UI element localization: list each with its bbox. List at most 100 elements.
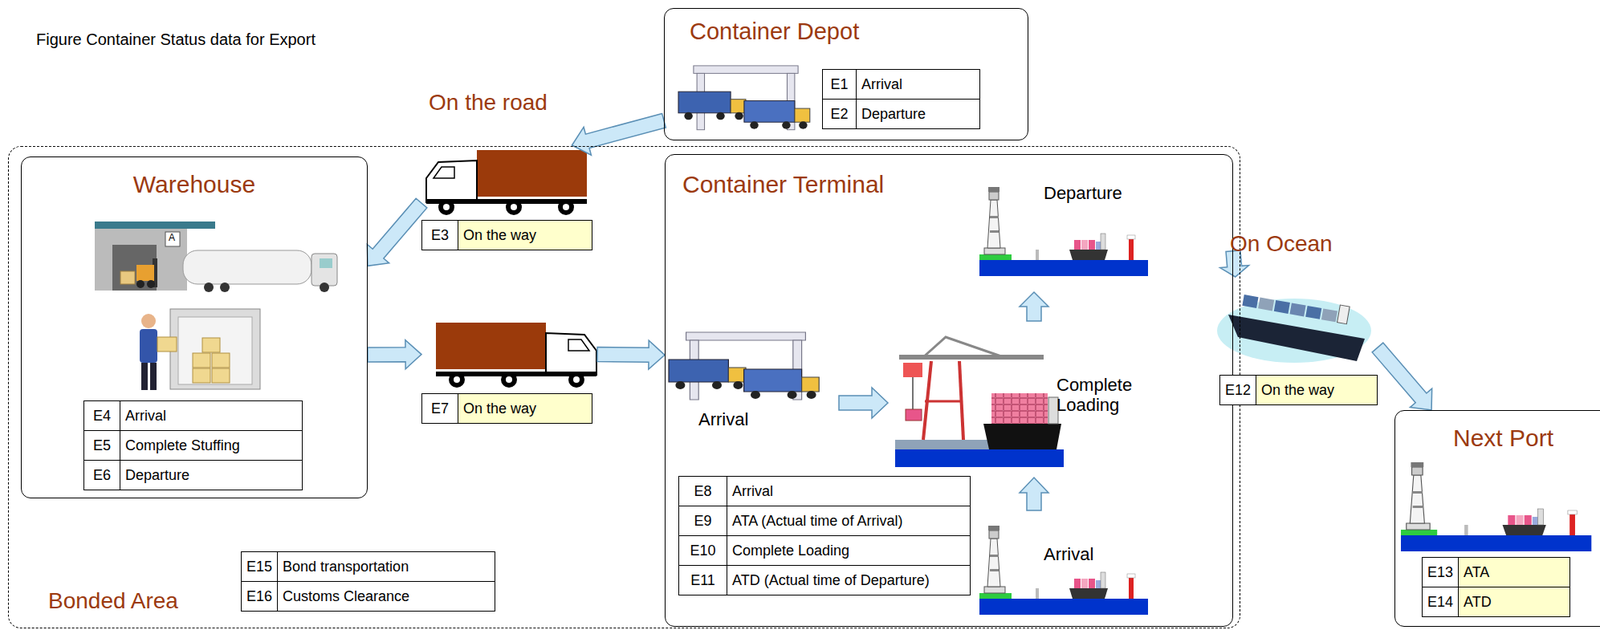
stage-label-holder: Complete Loading bbox=[1056, 374, 1153, 416]
status-text: Arrival bbox=[727, 476, 970, 506]
status-text: On the way bbox=[1256, 375, 1377, 405]
status-row: E2Departure bbox=[822, 98, 981, 130]
stuffing-scene bbox=[141, 362, 148, 391]
depot-box: Container DepotE1ArrivalE2Departure bbox=[663, 8, 1029, 141]
box-heading: Warehouse bbox=[21, 170, 367, 200]
title-holder: Figure Container Status data for Export bbox=[36, 30, 316, 49]
stuffing-scene bbox=[178, 317, 253, 385]
stuffing-scene bbox=[211, 368, 230, 383]
status-row: E9ATA (Actual time of Arrival) bbox=[678, 505, 971, 537]
status-row: E4Arrival bbox=[83, 400, 303, 432]
warehouse-building bbox=[183, 250, 312, 285]
status-code: E2 bbox=[822, 99, 857, 129]
sign-letter: A bbox=[168, 232, 176, 245]
stuffing-scene bbox=[157, 337, 177, 352]
stuffing-scene bbox=[192, 353, 211, 368]
flow-arrow bbox=[1019, 292, 1049, 322]
warehouse-building bbox=[165, 232, 180, 247]
terminal-gate bbox=[668, 332, 819, 400]
status-text: Departure bbox=[120, 460, 302, 490]
warehouse-building bbox=[319, 258, 333, 269]
ocean-ship bbox=[1321, 308, 1338, 322]
status-text: Complete Loading bbox=[727, 536, 970, 566]
stuffing-scene bbox=[139, 309, 261, 391]
quay-crane-scene bbox=[899, 354, 1044, 360]
status-code: E14 bbox=[1422, 587, 1459, 617]
ocean-ship bbox=[1305, 305, 1322, 320]
truck-to-terminal bbox=[435, 322, 597, 388]
truck-to-warehouse bbox=[426, 150, 587, 216]
depot-gate bbox=[678, 65, 811, 131]
flow-arrow bbox=[1372, 342, 1433, 411]
warehouse-building bbox=[311, 253, 338, 286]
sign-letter-holder: A bbox=[168, 232, 176, 245]
warehouse-building bbox=[112, 244, 157, 291]
status-code: E16 bbox=[241, 582, 278, 611]
flow-arrow bbox=[597, 340, 665, 370]
quay-crane-scene bbox=[983, 423, 1062, 450]
warehouse-building bbox=[219, 282, 230, 293]
stuffing-scene bbox=[211, 353, 230, 368]
warehouse-building bbox=[146, 280, 155, 289]
quay-crane-scene bbox=[923, 337, 1004, 358]
stage-label-holder: Arrival bbox=[698, 409, 749, 430]
quay-crane-scene bbox=[991, 393, 1048, 424]
warehouse-box: WarehouseE4ArrivalE5Complete StuffingE6D… bbox=[20, 156, 368, 499]
box-heading: Container Depot bbox=[689, 18, 1053, 45]
status-code: E15 bbox=[241, 552, 278, 582]
status-row: E6Departure bbox=[83, 460, 303, 491]
leg-label-holder: On the road bbox=[428, 89, 548, 116]
box-heading: Container Terminal bbox=[682, 170, 1250, 200]
status-text: ATD bbox=[1458, 587, 1570, 617]
stuffing-scene bbox=[141, 313, 156, 329]
next-port-scene bbox=[1400, 462, 1592, 552]
quay-crane-scene bbox=[924, 400, 962, 404]
ocean-ship bbox=[1289, 302, 1306, 317]
status-row: E12On the way bbox=[1219, 374, 1378, 406]
quay-crane-scene bbox=[895, 449, 1064, 468]
quay-crane-scene bbox=[895, 439, 1000, 450]
stage-label-holder: Departure bbox=[1043, 183, 1123, 204]
warehouse-building bbox=[136, 280, 145, 289]
status-row: E3On the way bbox=[421, 219, 593, 251]
quay-crane-scene bbox=[903, 362, 923, 378]
status-row: E1Arrival bbox=[822, 69, 981, 100]
status-code: E5 bbox=[84, 431, 121, 461]
status-text: Bond transportation bbox=[277, 552, 495, 582]
ocean-ship bbox=[1337, 305, 1351, 325]
status-row: E16Customs Clearance bbox=[240, 581, 496, 612]
figure-title: Figure Container Status data for Export bbox=[36, 30, 316, 49]
status-code: E1 bbox=[822, 69, 857, 99]
warehouse-building bbox=[120, 271, 135, 285]
quay-crane-scene bbox=[905, 409, 922, 421]
status-text: ATA bbox=[1458, 557, 1570, 587]
ocean-ship bbox=[1241, 288, 1350, 325]
status-code: E13 bbox=[1422, 557, 1459, 587]
status-row: E14ATD bbox=[1421, 586, 1571, 618]
stage-label: Arrival bbox=[1043, 544, 1094, 565]
status-code: E6 bbox=[84, 460, 121, 490]
status-text: Departure bbox=[856, 99, 980, 129]
warehouse-building bbox=[94, 221, 216, 229]
flow-arrow bbox=[367, 340, 422, 370]
status-text: Arrival bbox=[856, 69, 980, 99]
warehouse-building bbox=[203, 282, 214, 293]
warehouse-building bbox=[319, 282, 330, 293]
arrival-scene bbox=[979, 525, 1149, 615]
stage-label-holder: Arrival bbox=[1043, 544, 1094, 565]
status-text: ATA (Actual time of Arrival) bbox=[727, 506, 970, 536]
status-row: E13ATA bbox=[1421, 557, 1571, 588]
ocean-ship bbox=[1241, 294, 1259, 309]
flow-arrow bbox=[1019, 477, 1049, 511]
stage-label: Complete Loading bbox=[1056, 374, 1153, 416]
stuffing-scene bbox=[139, 329, 158, 363]
stuffing-scene bbox=[170, 309, 261, 390]
status-code: E10 bbox=[679, 536, 728, 566]
road-leg: E3On the way bbox=[421, 145, 593, 251]
stuffing-scene bbox=[202, 337, 220, 353]
status-code: E8 bbox=[679, 476, 728, 506]
status-text: Customs Clearance bbox=[277, 582, 495, 611]
status-text: On the way bbox=[458, 220, 592, 250]
road-leg: E7On the way bbox=[421, 320, 598, 424]
flow-arrow bbox=[838, 387, 888, 419]
